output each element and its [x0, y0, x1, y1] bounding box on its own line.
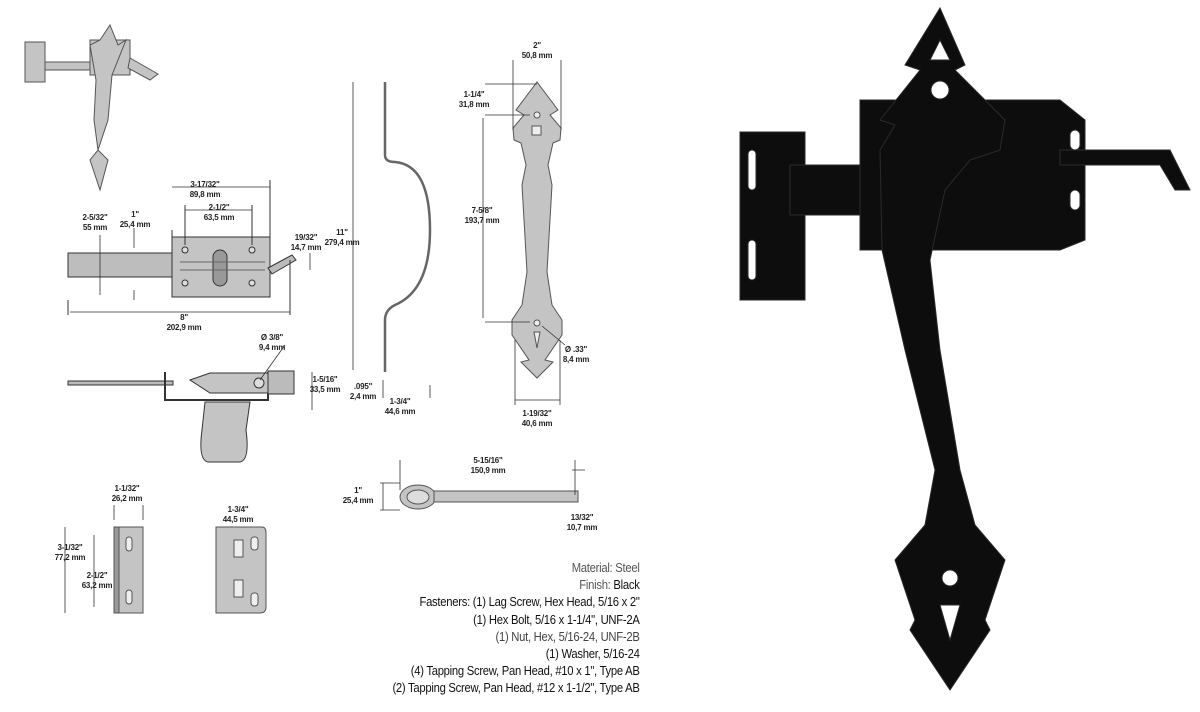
dim-mm: 26,2 mm: [111, 494, 143, 503]
spec-value: Black: [613, 578, 640, 593]
dim-inch: 2-1/2": [86, 571, 108, 580]
dim-latch-height: 2-5/32"55 mm: [82, 213, 107, 233]
dim-handle-bottom-width: 1-19/32"40,6 mm: [522, 409, 553, 429]
dim-mm: 14,7 mm: [290, 243, 322, 252]
spec-value: Steel: [615, 561, 641, 575]
spec-fastener: (1) Nut, Hex, 5/16-24, UNF-2B: [495, 629, 640, 644]
dim-mm: 77,2 mm: [54, 553, 86, 562]
dim-mm: 55 mm: [82, 223, 108, 232]
handle-side-profile: [352, 82, 432, 398]
dim-side-depth: 1-5/16"33,5 mm: [310, 375, 341, 395]
dim-handle-thickness: .095"2,4 mm: [349, 382, 377, 402]
dim-mm: 25,4 mm: [119, 220, 151, 229]
spec-fastener: (2) Tapping Screw, Pan Head, #12 x 1-1/2…: [392, 681, 640, 696]
product-photo: [739, 6, 1191, 691]
dim-inch: 11": [336, 228, 348, 237]
dim-thumb-lever-width: 1"25,4 mm: [343, 486, 374, 506]
keeper-front-view: [215, 526, 267, 614]
spec-value: (1) Lag Screw, Hex Head, 5/16 x 2": [473, 595, 640, 610]
dim-inch: Ø 3/8": [260, 333, 284, 342]
dim-inch: 7-5/8": [471, 206, 493, 215]
handle-front-view: [482, 60, 566, 405]
dim-thumb-lever-length: 5-15/16"150,9 mm: [471, 456, 506, 476]
spec-finish: Finish: Black: [393, 577, 641, 594]
dim-mm: 150,9 mm: [470, 466, 506, 475]
dim-handle-hole-spacing: 7-5/8"193,7 mm: [465, 206, 500, 226]
dim-pin-diameter: Ø 3/8"9,4 mm: [258, 333, 286, 353]
dim-mm: 50,8 mm: [521, 51, 553, 60]
dim-mm: 279,4 mm: [324, 238, 360, 247]
dim-handle-top-hole: 1-1/4"31,8 mm: [459, 90, 490, 110]
dim-inch: 1-19/32": [522, 409, 552, 418]
dim-mm: 31,8 mm: [458, 100, 490, 109]
dim-mm: 25,4 mm: [342, 496, 374, 505]
dim-keeper-height: 3-1/32"77,2 mm: [55, 543, 86, 563]
dim-mm: 44,5 mm: [222, 515, 254, 524]
spec-fastener: (4) Tapping Screw, Pan Head, #10 x 1", T…: [411, 664, 640, 679]
dim-latch-bar-offset: 1"25,4 mm: [120, 210, 151, 230]
dim-inch: 1-3/4": [389, 397, 411, 406]
dim-inch: 2": [533, 41, 541, 50]
keeper-side-view: [64, 505, 144, 614]
dim-handle-length: 11"279,4 mm: [325, 228, 360, 248]
dim-thumb-lever-end: 13/32"10,7 mm: [567, 513, 598, 533]
dim-inch: 1": [354, 486, 362, 495]
dim-mm: 40,6 mm: [521, 419, 553, 428]
dim-keeper-hole-spacing: 2-1/2"63,2 mm: [82, 571, 113, 591]
dim-inch: 2-1/2": [208, 203, 230, 212]
dim-inch: Ø .33": [564, 345, 588, 354]
latch-thumbnail: [24, 23, 159, 192]
dim-inch: 19/32": [294, 233, 318, 242]
dim-mm: 89,8 mm: [189, 190, 221, 199]
dim-inch: 1-1/32": [114, 484, 140, 493]
dim-inch: 2-5/32": [82, 213, 108, 222]
dim-inch: 5-15/16": [473, 456, 503, 465]
latch-side-view: [67, 344, 313, 463]
dim-mm: 193,7 mm: [464, 216, 500, 225]
dim-latch-total-length: 8"202,9 mm: [167, 313, 202, 333]
dim-mm: 202,9 mm: [166, 323, 202, 332]
dim-inch: 1-5/16": [312, 375, 338, 384]
dim-inch: 13/32": [570, 513, 594, 522]
dim-inch: 1": [131, 210, 139, 219]
dim-inch: 3-1/32": [57, 543, 83, 552]
dim-mm: 10,7 mm: [566, 523, 598, 532]
dim-keeper-front-width: 1-3/4"44,5 mm: [223, 505, 254, 525]
spec-fastener: Fasteners: (1) Lag Screw, Hex Head, 5/16…: [393, 594, 640, 611]
spec-label: Finish:: [579, 578, 612, 593]
dim-mm: 44,6 mm: [384, 407, 416, 416]
dim-mm: 2,4 mm: [349, 392, 377, 401]
spec-material: Material: Steel: [393, 560, 640, 577]
dim-latch-lift-height: 19/32"14,7 mm: [291, 233, 322, 253]
dim-keeper-width: 1-1/32"26,2 mm: [112, 484, 143, 504]
dim-inch: 1-1/4": [463, 90, 485, 99]
spec-fastener: (1) Washer, 5/16-24: [546, 647, 640, 662]
dim-inch: 8": [180, 313, 188, 322]
latch-front-view: [67, 180, 311, 315]
dim-latch-hole-spacing: 2-1/2"63,5 mm: [204, 203, 235, 223]
dim-inch: 3-17/32": [190, 180, 220, 189]
dim-mm: 9,4 mm: [258, 343, 286, 352]
thumb-lever: [380, 460, 585, 511]
dim-mm: 63,5 mm: [203, 213, 235, 222]
spec-fastener: (1) Hex Bolt, 5/16 x 1-1/4", UNF-2A: [473, 612, 641, 627]
dim-latch-overall-width: 3-17/32"89,8 mm: [190, 180, 221, 200]
specifications: Material: Steel Finish: Black Fasteners:…: [393, 560, 640, 698]
dim-inch: 1-3/4": [227, 505, 249, 514]
dim-handle-top-width: 2"50,8 mm: [522, 41, 553, 61]
dim-handle-depth: 1-3/4"44,6 mm: [385, 397, 416, 417]
dim-inch: .095": [353, 382, 373, 391]
dim-mm: 63,2 mm: [81, 581, 113, 590]
spec-label: Material:: [572, 561, 613, 575]
dim-mm: 33,5 mm: [309, 385, 341, 394]
dim-handle-hole-diameter: Ø .33"8,4 mm: [562, 345, 590, 365]
spec-label: Fasteners:: [419, 595, 471, 610]
dim-mm: 8,4 mm: [562, 355, 590, 364]
